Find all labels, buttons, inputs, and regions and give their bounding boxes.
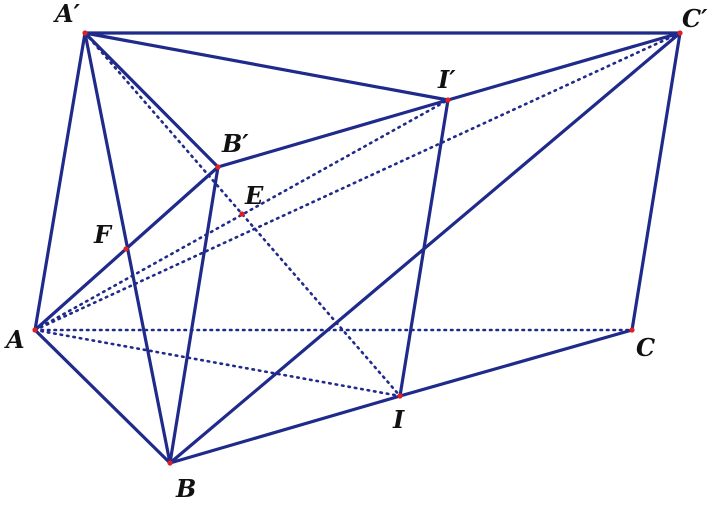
edge-A-B	[33, 328, 172, 465]
point-E	[239, 211, 245, 217]
label-B: B	[175, 474, 196, 503]
point-I	[397, 393, 403, 399]
edge-Bprime-B	[168, 165, 220, 465]
point-I-prime	[445, 97, 451, 103]
visible-edges	[33, 31, 682, 465]
points	[32, 30, 683, 466]
label-C: C	[636, 333, 655, 362]
label-C-prime: C′	[682, 4, 708, 33]
edge-Cprime-C	[630, 31, 682, 332]
edge-Iprime-Cprime	[446, 31, 682, 102]
label-F: F	[93, 220, 113, 249]
label-A-prime: A′	[53, 0, 81, 28]
label-I-prime: I′	[437, 65, 456, 94]
label-I: I	[392, 405, 405, 434]
point-C-prime	[677, 30, 683, 36]
hidden-edges	[33, 31, 682, 398]
point-B-prime	[215, 164, 221, 170]
edge-Aprime-A	[33, 31, 87, 332]
point-C	[629, 327, 635, 333]
edge-B-I	[168, 394, 402, 465]
point-A	[32, 327, 38, 333]
point-B	[167, 460, 173, 466]
labels: A′ C′ I′ B′ E F A C I B	[4, 0, 708, 503]
label-A: A	[4, 325, 25, 354]
point-A-prime	[82, 30, 88, 36]
edge-B-Cprime	[168, 31, 682, 465]
edge-Bprime-Iprime	[216, 98, 450, 169]
point-F	[123, 246, 129, 252]
edge-I-C	[398, 328, 634, 398]
label-B-prime: B′	[221, 129, 249, 158]
edge-Aprime-Bprime	[83, 31, 220, 169]
edge-A-Cprime	[33, 31, 682, 332]
label-E: E	[244, 181, 264, 210]
edge-Aprime-Iprime	[83, 31, 450, 102]
